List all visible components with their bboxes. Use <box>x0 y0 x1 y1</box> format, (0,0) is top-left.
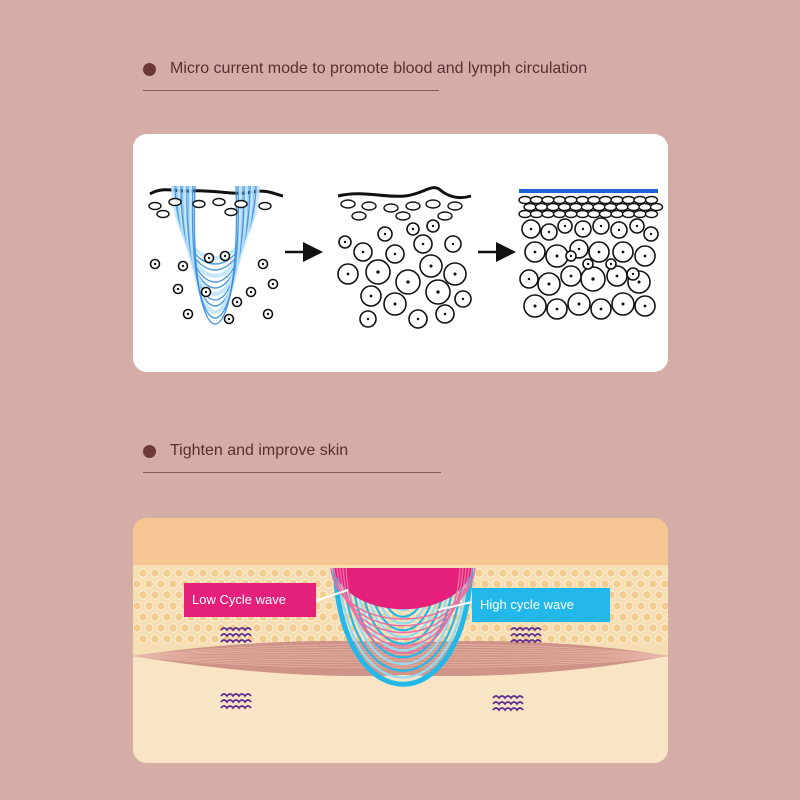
cell <box>598 209 613 219</box>
cell <box>340 199 356 209</box>
cell <box>598 195 613 205</box>
cell <box>541 195 555 205</box>
low-cycle-wave-label: Low Cycle wave <box>184 583 316 617</box>
cell <box>610 195 624 205</box>
section-title: Micro current mode to promote blood and … <box>170 60 588 77</box>
cell <box>212 197 226 207</box>
cell <box>569 202 583 212</box>
cell <box>529 209 544 219</box>
skin-layers-illustration <box>133 518 668 763</box>
section-title: Tighten and improve skin <box>170 442 349 459</box>
cell <box>626 202 641 212</box>
cell <box>575 195 590 205</box>
deep-layer <box>133 676 668 763</box>
cell <box>258 201 272 211</box>
cell <box>615 202 629 212</box>
cell <box>552 195 567 205</box>
cell-stage-diagram <box>148 185 664 329</box>
cell <box>610 209 624 219</box>
cell <box>633 209 647 219</box>
stage-tightened-skin <box>518 189 664 320</box>
circulation-diagram-panel <box>133 134 668 372</box>
cell <box>192 199 206 209</box>
cell <box>644 209 659 219</box>
cell <box>437 211 453 221</box>
cell <box>383 203 399 213</box>
cell <box>575 209 590 219</box>
divider <box>143 472 441 473</box>
cell <box>546 202 560 212</box>
cell <box>447 201 463 211</box>
bullet-dot <box>143 63 156 76</box>
cell <box>518 195 532 205</box>
cell <box>148 201 162 211</box>
cell <box>168 197 182 207</box>
cell <box>529 195 544 205</box>
stage-current-applied <box>148 185 284 325</box>
cell <box>633 195 647 205</box>
cell <box>351 211 367 221</box>
cell <box>580 202 595 212</box>
cell <box>557 202 572 212</box>
cell <box>644 195 659 205</box>
cell <box>224 207 238 217</box>
cell <box>564 209 578 219</box>
cell <box>405 201 421 211</box>
wave-squiggle-icons <box>220 627 542 712</box>
high-cycle-wave-label: High cycle wave <box>472 588 610 622</box>
cell <box>587 209 601 219</box>
cell <box>621 195 636 205</box>
cell <box>552 209 567 219</box>
divider <box>143 90 439 91</box>
low-cycle-waves <box>330 567 476 654</box>
stage-cells-expand <box>337 186 472 329</box>
cell <box>234 199 248 209</box>
cell <box>425 199 441 209</box>
epidermis-layer <box>133 518 668 565</box>
cell <box>518 209 532 219</box>
micro-current-waves <box>171 185 260 325</box>
cell <box>395 211 411 221</box>
cell <box>523 202 537 212</box>
cell <box>361 201 377 211</box>
cell <box>156 209 170 219</box>
skin-layer-diagram-panel: Low Cycle wave High cycle wave <box>133 518 668 763</box>
cell <box>564 195 578 205</box>
cell <box>541 209 555 219</box>
cell <box>534 202 549 212</box>
muscle-layer <box>133 641 668 677</box>
pointer-line <box>437 601 473 611</box>
cell <box>638 202 652 212</box>
cell <box>592 202 606 212</box>
cell <box>621 209 636 219</box>
cell <box>587 195 601 205</box>
cell <box>649 202 664 212</box>
cell <box>603 202 618 212</box>
bullet-dot <box>143 445 156 458</box>
